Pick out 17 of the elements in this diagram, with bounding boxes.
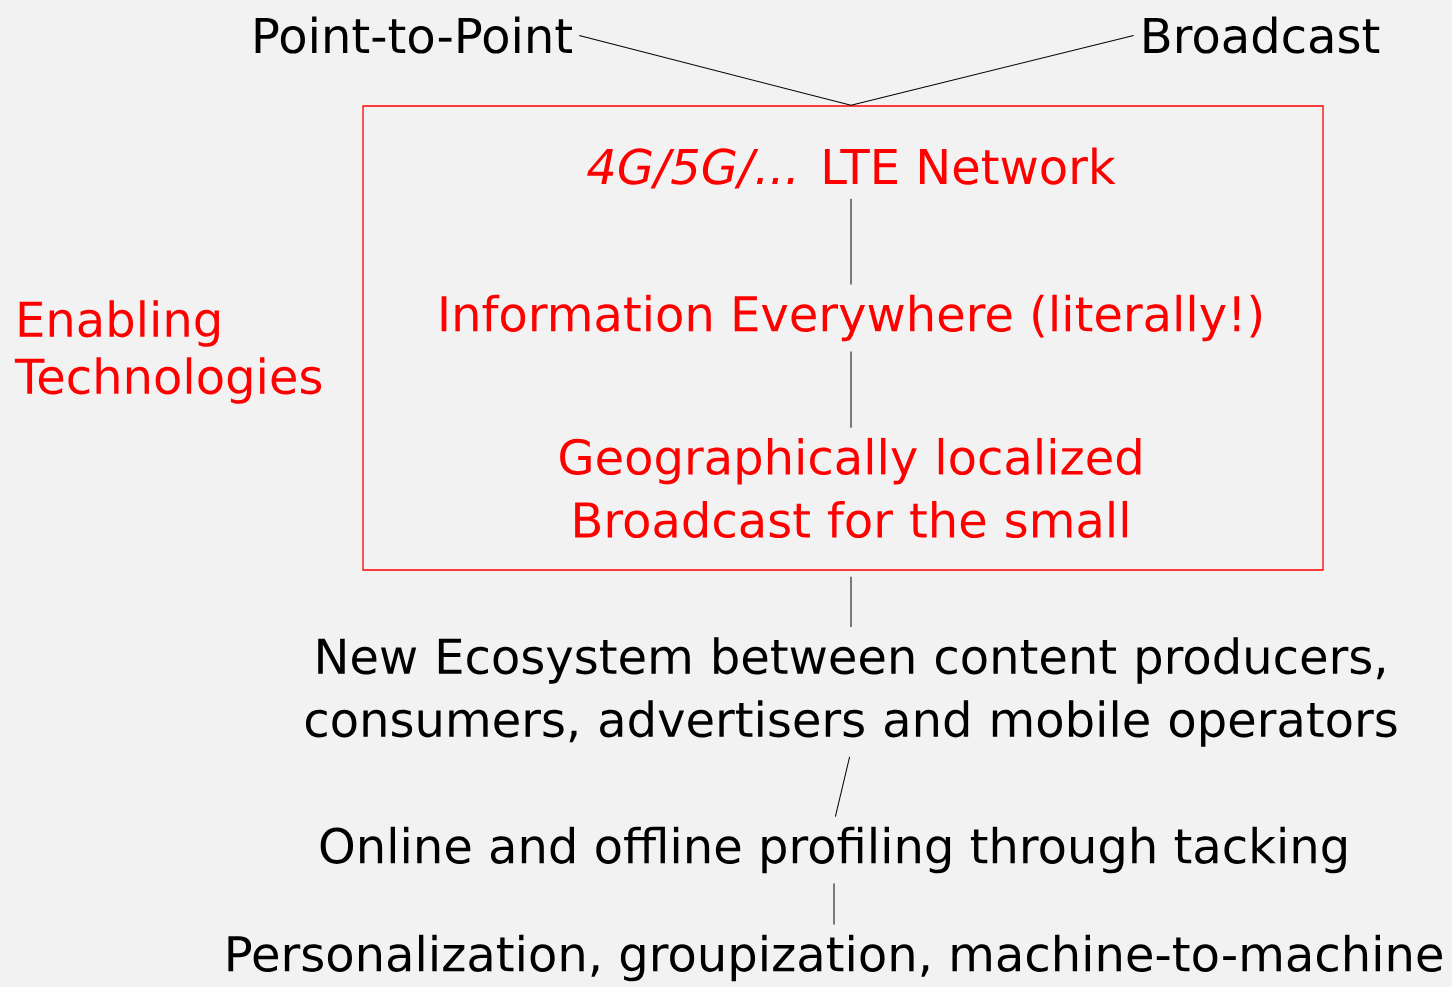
- text-label: Personalization, groupization, machine-to-machine: [228, 934, 1442, 982]
- connector-line: [850, 198, 852, 286]
- connector-line: [833, 882, 835, 926]
- side-label: Enabling Technologies: [14, 300, 322, 404]
- text-label: New Ecosystem between content producers, consumers, advertisers and mobile operators: [305, 637, 1397, 747]
- technology-label: 4G/5G/... LTE Network: [587, 147, 1116, 189]
- technology-label: Information Everywhere (literally!): [441, 294, 1261, 342]
- text-label: Point-to-Point: [255, 16, 572, 54]
- text-label: Online and offline profiling through tacking: [320, 826, 1346, 874]
- connector-line: [850, 576, 852, 628]
- technology-label: Geographically localized Broadcast for the small: [560, 437, 1141, 539]
- connector-line: [850, 35, 1135, 106]
- connector-line: [850, 350, 852, 429]
- text-label: Broadcast: [1144, 16, 1380, 54]
- connector-line: [834, 756, 851, 818]
- technology-box: [362, 105, 1324, 571]
- connector-line: [578, 35, 852, 106]
